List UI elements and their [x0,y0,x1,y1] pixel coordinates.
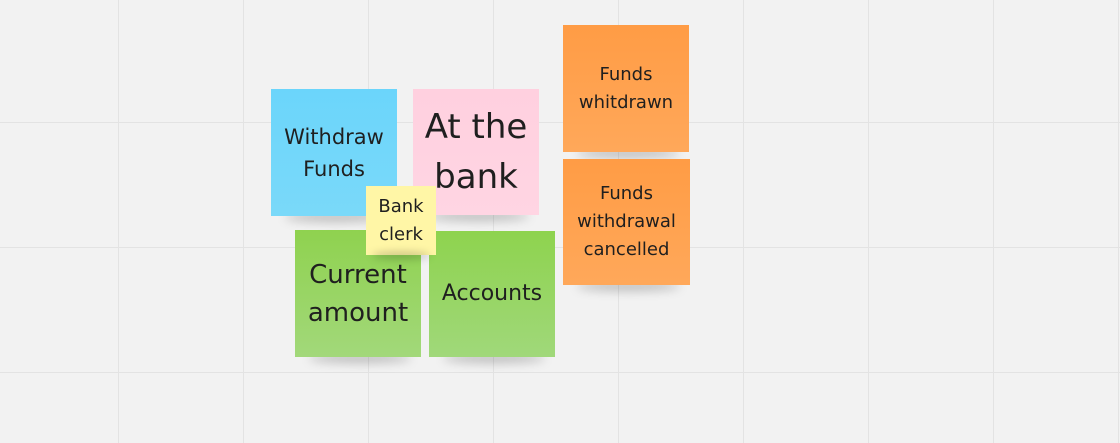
sticky-note-text: At the bank [424,107,528,197]
sticky-note-text: Funds whitdrawn [578,63,674,113]
sticky-note-text: Bank clerk [378,195,424,245]
sticky-note-withdraw-funds[interactable]: Withdraw Funds [271,89,397,216]
sticky-note-funds-withdrawal-cancelled[interactable]: Funds withdrawal cancelled [563,159,690,285]
sticky-note-funds-withdrawn[interactable]: Funds whitdrawn [563,25,689,152]
sticky-note-text: Accounts [441,281,543,306]
sticky-note-text: Funds withdrawal cancelled [577,183,676,260]
sticky-note-text: Current amount [307,259,409,328]
sticky-note-accounts[interactable]: Accounts [429,231,555,357]
sticky-note-text: Withdraw Funds [284,124,384,181]
sticky-note-bank-clerk[interactable]: Bank clerk [366,186,436,255]
